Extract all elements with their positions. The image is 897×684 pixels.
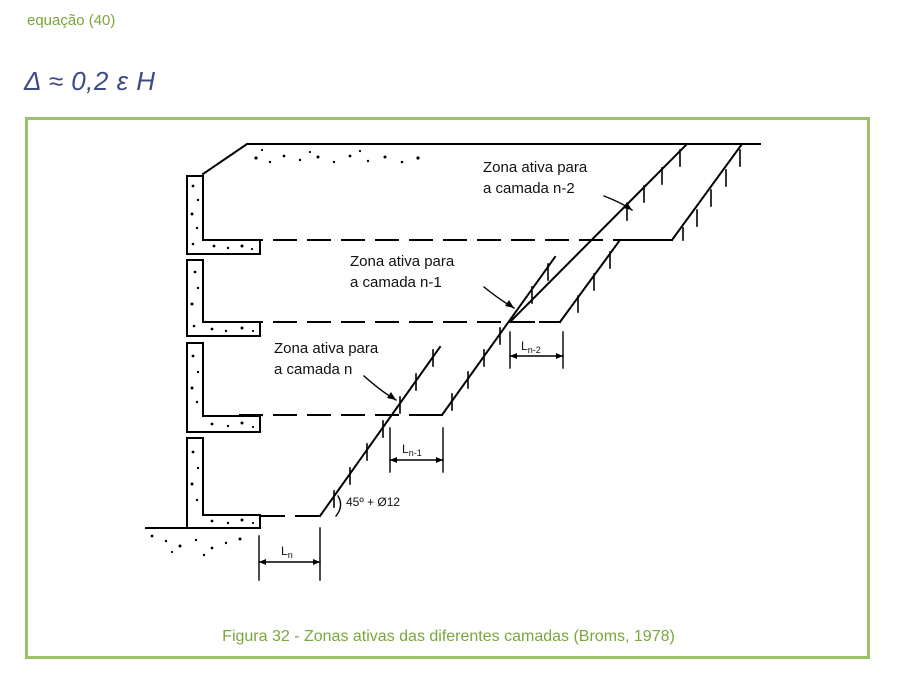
label-zone-n1-line2: a camada n-1 xyxy=(350,274,442,291)
layer-lines xyxy=(239,239,673,517)
concrete-texture xyxy=(150,148,420,557)
label-Ln2-sub: n-2 xyxy=(528,345,541,355)
failure-line-n2-outer xyxy=(670,142,744,242)
wall-segment-2 xyxy=(186,259,261,337)
failure-line-n2-inner xyxy=(508,142,689,324)
hatch-n1 xyxy=(451,251,611,411)
figure-caption: Figura 32 - Zonas ativas das diferentes … xyxy=(222,628,675,645)
arrowheads xyxy=(259,202,632,565)
label-Ln-sub: n xyxy=(288,550,293,560)
hatch-n xyxy=(333,349,434,508)
failure-line-n1-upper xyxy=(558,238,622,324)
failure-line-n1-inner xyxy=(440,255,557,417)
angle-arc xyxy=(335,495,342,517)
hatch-n2 xyxy=(626,149,741,241)
equation-label: equação (40) xyxy=(27,12,116,29)
dim-Ln1 xyxy=(389,427,444,473)
figure-frame xyxy=(25,117,870,659)
label-zone-n2-line1: Zona ativa para xyxy=(483,159,588,176)
failure-line-n xyxy=(318,345,442,518)
label-angle: 45º + Ø12 xyxy=(346,495,400,509)
label-Ln1-sub: n-1 xyxy=(409,448,422,458)
label-zone-n-line1: Zona ativa para xyxy=(274,340,379,357)
wall-segment-3 xyxy=(186,342,261,433)
dim-Ln xyxy=(258,527,321,581)
formula: Δ ≈ 0,2 ε H xyxy=(24,66,156,96)
label-zone-n2-line2: a camada n-2 xyxy=(483,180,575,197)
wall-segment-1 xyxy=(186,175,261,255)
label-zone-n1-line1: Zona ativa para xyxy=(350,253,455,270)
label-Ln1-main: L xyxy=(402,442,409,456)
label-Ln1: Ln-1 xyxy=(402,442,422,458)
label-Ln2: Ln-2 xyxy=(521,339,541,355)
label-Ln2-main: L xyxy=(521,339,528,353)
top-slope-line xyxy=(201,142,249,176)
label-Ln-main: L xyxy=(281,544,288,558)
label-zone-n-line2: a camada n xyxy=(274,361,352,378)
label-Ln: Ln xyxy=(281,544,293,560)
wall-segment-base xyxy=(186,437,261,529)
dim-Ln2 xyxy=(509,331,564,369)
